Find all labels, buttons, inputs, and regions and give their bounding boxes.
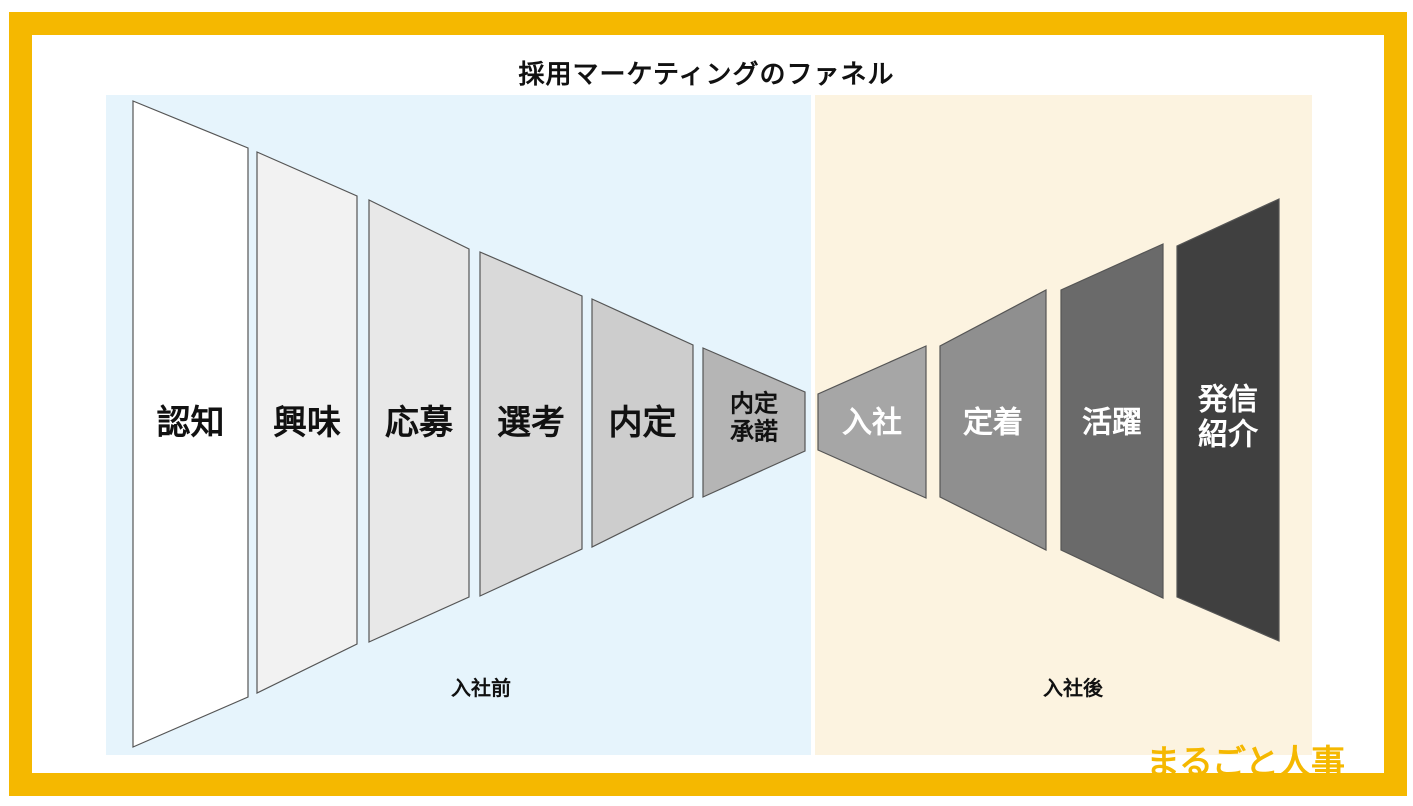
diagram-title: 採用マーケティングのファネル	[518, 60, 895, 90]
funnel-stage-9	[1060, 243, 1164, 599]
phase-after-label: 入社後	[1043, 676, 1103, 700]
funnel-stage-label-4: 選考	[497, 402, 565, 443]
brand-logo: まるごと人事	[1146, 743, 1345, 783]
funnel-stage-7	[817, 345, 927, 499]
funnel-stage-8	[939, 289, 1047, 551]
funnel-stage-label-8: 定着	[963, 405, 1023, 441]
funnel-stage-label-5: 内定	[608, 402, 677, 443]
funnel-stage-6	[702, 347, 806, 498]
funnel-stage-label-3: 応募	[385, 402, 453, 443]
funnel-stage-label-6: 内定 承諾	[730, 389, 778, 446]
funnel-stage-label-7: 入社	[842, 405, 902, 441]
funnel-stage-4	[479, 251, 583, 597]
funnel-stage-label-1: 認知	[156, 402, 225, 443]
funnel-stage-1	[132, 100, 249, 748]
funnel-stage-label-2: 興味	[273, 402, 341, 443]
funnel-stage-2	[256, 151, 358, 694]
funnel-stage-label-9: 活躍	[1082, 405, 1142, 441]
funnel-stage-label-10: 発信 紹介	[1198, 382, 1258, 453]
funnel-stage-10	[1176, 198, 1280, 642]
funnel-stage-5	[591, 298, 694, 548]
funnel-stage-3	[368, 199, 470, 643]
phase-before-label: 入社前	[451, 676, 511, 700]
